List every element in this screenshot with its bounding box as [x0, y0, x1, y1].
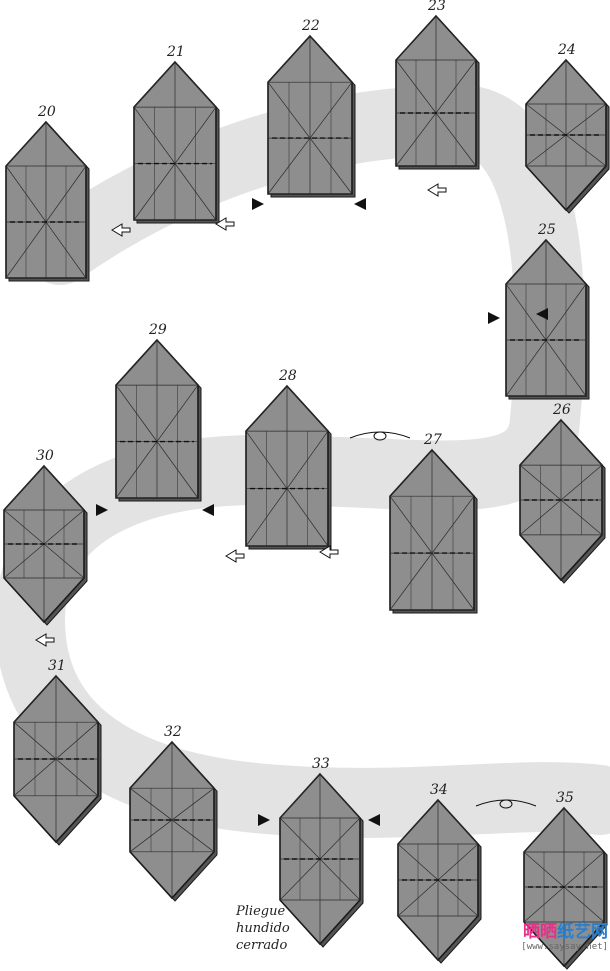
step-number: 20	[37, 104, 56, 120]
step-number: 24	[557, 42, 576, 58]
step-model	[505, 238, 590, 400]
step-number: 33	[312, 756, 330, 772]
hollow-arrow-icon	[427, 183, 447, 197]
step-model	[395, 14, 480, 170]
step-number: 26	[552, 402, 571, 418]
push-arrow-icon	[202, 504, 214, 516]
hollow-arrow-icon	[225, 549, 245, 563]
step-model	[397, 798, 482, 964]
watermark: 晒晒纸艺网 [www.saysay.net]	[438, 917, 608, 952]
step-model	[523, 806, 608, 970]
step-model	[267, 34, 356, 198]
step-model	[245, 384, 332, 550]
push-arrow-icon	[536, 308, 548, 320]
push-arrow-icon	[258, 814, 270, 826]
hollow-arrow-icon	[111, 223, 131, 237]
step-number: 29	[148, 322, 167, 338]
caption-line-1: Pliegue	[236, 904, 286, 919]
step-number: 32	[164, 724, 182, 740]
step-number: 23	[427, 0, 446, 14]
turn-over-arrow-icon	[349, 431, 411, 439]
step-model	[525, 58, 610, 214]
push-arrow-icon	[368, 814, 380, 826]
sink-fold-caption: Pliegue hundido cerrado	[236, 903, 316, 954]
step-model	[129, 740, 218, 902]
watermark-logo-part2: 纸艺网	[557, 922, 608, 942]
hollow-arrow-icon	[319, 545, 339, 559]
watermark-url: [www.saysay.net]	[521, 942, 608, 952]
caption-line-3: cerrado	[236, 938, 288, 953]
step-number: 35	[556, 790, 574, 806]
step-model	[3, 464, 88, 626]
step-model	[13, 674, 102, 846]
step-number: 28	[278, 368, 297, 384]
push-arrow-icon	[354, 198, 366, 210]
step-model	[5, 120, 90, 282]
step-model	[133, 60, 220, 224]
step-number: 22	[301, 18, 320, 34]
step-number: 27	[423, 432, 442, 448]
step-model	[519, 418, 606, 584]
step-model	[115, 338, 202, 502]
hollow-arrow-icon	[215, 217, 235, 231]
push-arrow-icon	[252, 198, 264, 210]
hollow-arrow-icon	[35, 633, 55, 647]
watermark-logo-part1: 晒晒	[523, 922, 557, 942]
step-number: 25	[537, 222, 556, 238]
push-arrow-icon	[96, 504, 108, 516]
push-arrow-icon	[488, 312, 500, 324]
step-number: 30	[36, 448, 54, 464]
step-number: 21	[166, 44, 185, 60]
caption-line-2: hundido	[236, 921, 290, 936]
step-number: 34	[430, 782, 448, 798]
step-model	[279, 772, 364, 948]
step-number: 31	[48, 658, 66, 674]
step-model	[389, 448, 478, 614]
